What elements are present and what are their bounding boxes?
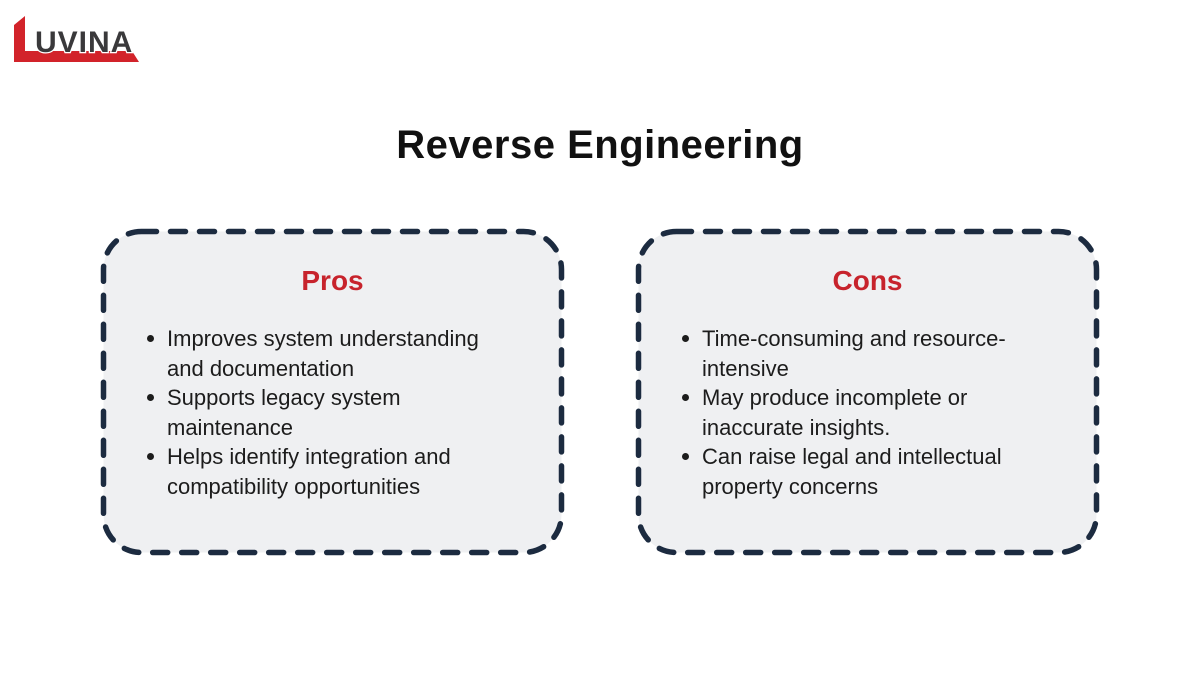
logo-text: UVINA — [35, 26, 133, 59]
cons-list: Time-consuming and resource-intensive Ma… — [635, 324, 1100, 501]
page-title: Reverse Engineering — [396, 123, 804, 167]
list-item: May produce incomplete or inaccurate ins… — [682, 383, 1048, 442]
list-item: Improves system understanding and docume… — [147, 324, 513, 383]
cons-heading: Cons — [832, 265, 903, 296]
list-item: Supports legacy system maintenance — [147, 383, 513, 442]
pros-heading: Pros — [301, 265, 364, 296]
luvina-logo: UVINA — [14, 16, 139, 62]
pros-list: Improves system understanding and docume… — [100, 324, 565, 501]
pros-card: Pros Improves system understanding and d… — [100, 228, 565, 556]
cons-card-border — [635, 228, 1100, 556]
list-item: Helps identify integration and compatibi… — [147, 442, 513, 501]
cards-container: Pros Improves system understanding and d… — [100, 228, 1100, 556]
logo-l-shape — [14, 16, 139, 62]
cons-card: Cons Time-consuming and resource-intensi… — [635, 228, 1100, 556]
pros-card-border — [100, 228, 565, 556]
list-item: Time-consuming and resource-intensive — [682, 324, 1048, 383]
list-item: Can raise legal and intellectual propert… — [682, 442, 1048, 501]
